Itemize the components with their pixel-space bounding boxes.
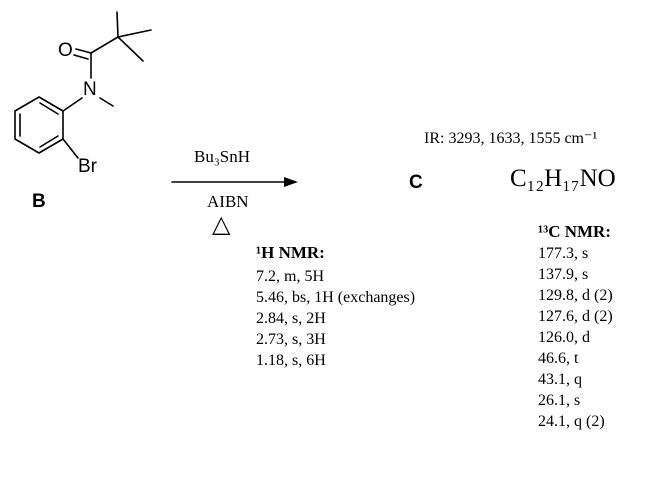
h-nmr-peak: 7.2, m, 5H bbox=[256, 268, 324, 285]
n-methyl-bond bbox=[99, 97, 114, 107]
c-nmr-peak: 43.1, q bbox=[538, 371, 582, 388]
h-nmr-peak: 2.84, s, 2H bbox=[256, 310, 326, 327]
tbutyl-bond-right bbox=[117, 29, 152, 38]
heat-icon: △ bbox=[212, 212, 231, 238]
ring-double-bond-3 bbox=[39, 102, 59, 115]
c-nmr-peak: 46.6, t bbox=[538, 350, 579, 367]
benzene-ring bbox=[14, 96, 64, 154]
molecular-formula: C₁₂H₁₇NO bbox=[510, 165, 616, 192]
h-nmr-peak: 5.46, bs, 1H (exchanges) bbox=[256, 289, 416, 306]
h-nmr-peak: 1.18, s, 6H bbox=[256, 352, 326, 369]
tbutyl-bond-down bbox=[117, 36, 144, 62]
reagent-aibn: AIBN bbox=[207, 192, 249, 211]
reagent-tributyltin-hydride: Bu₃SnH bbox=[194, 147, 250, 166]
oxygen-atom-label: O bbox=[58, 40, 73, 61]
c-nmr-peak: 177.3, s bbox=[538, 245, 589, 262]
carbonyl-bond-b bbox=[73, 54, 89, 60]
ring-double-bond-1 bbox=[39, 135, 59, 148]
c-nmr-peak: 24.1, q (2) bbox=[538, 413, 605, 430]
tbutyl-bond-up bbox=[116, 11, 119, 38]
h-nmr-block: ¹H NMR: 7.2, m, 5H 5.46, bs, 1H (exchang… bbox=[256, 243, 415, 371]
c-nmr-title: ¹³C NMR: bbox=[538, 222, 611, 241]
c-br-bond bbox=[62, 138, 79, 159]
compound-b-label: B bbox=[32, 191, 46, 212]
nitrogen-atom-label: N bbox=[83, 79, 97, 100]
c-nmr-peak: 126.0, d bbox=[538, 329, 590, 346]
reaction-arrow-head bbox=[284, 177, 298, 187]
h-nmr-title: ¹H NMR: bbox=[256, 243, 325, 262]
c-nmr-block: ¹³C NMR: 177.3, s 137.9, s 129.8, d (2) … bbox=[538, 222, 613, 432]
n-aryl-bond bbox=[62, 97, 83, 112]
quaternary-carbonyl-bond bbox=[90, 36, 119, 54]
compound-c-label: C bbox=[409, 172, 423, 193]
carbonyl-bond-a bbox=[75, 48, 92, 54]
c-nmr-peak: 129.8, d (2) bbox=[538, 287, 613, 304]
c-nmr-peak: 127.6, d (2) bbox=[538, 308, 613, 325]
h-nmr-peak: 2.73, s, 3H bbox=[256, 331, 326, 348]
c-nmr-peak: 26.1, s bbox=[538, 392, 581, 409]
ir-data: IR: 3293, 1633, 1555 cm⁻¹ bbox=[424, 130, 598, 147]
bromine-atom-label: Br bbox=[78, 156, 97, 177]
c-nmr-peak: 137.9, s bbox=[538, 266, 589, 283]
